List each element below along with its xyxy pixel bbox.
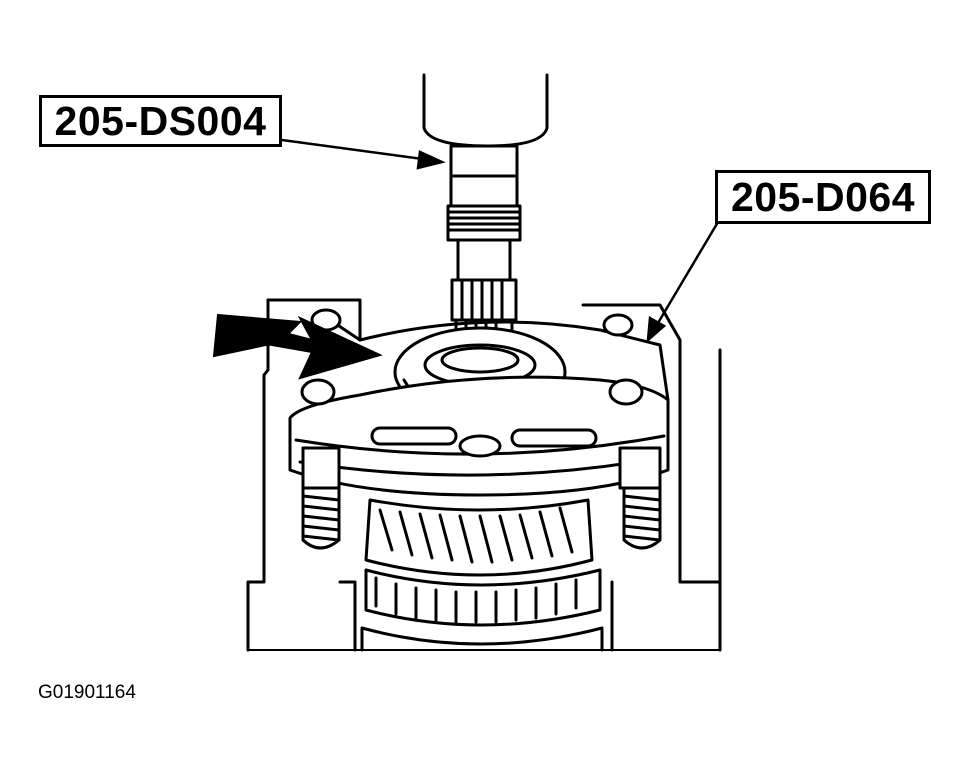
press-table: [246, 298, 722, 652]
gear-cluster: [360, 498, 604, 652]
puller-nut-top-left: [300, 378, 336, 406]
figure-id: G01901164: [38, 682, 136, 703]
puller-bolt-right: [618, 446, 662, 550]
press-ram: [422, 73, 549, 148]
tool-callout-205-ds004: 205-DS004: [39, 95, 282, 147]
puller-bolt-left: [301, 446, 341, 550]
puller-nut-top-right: [602, 313, 644, 406]
puller-plate: [288, 318, 670, 497]
tool-callout-205-d064: 205-D064: [715, 170, 931, 224]
press-plunger: [449, 144, 519, 215]
indicator-arrows: [212, 313, 383, 380]
leader-lines: [281, 138, 720, 343]
